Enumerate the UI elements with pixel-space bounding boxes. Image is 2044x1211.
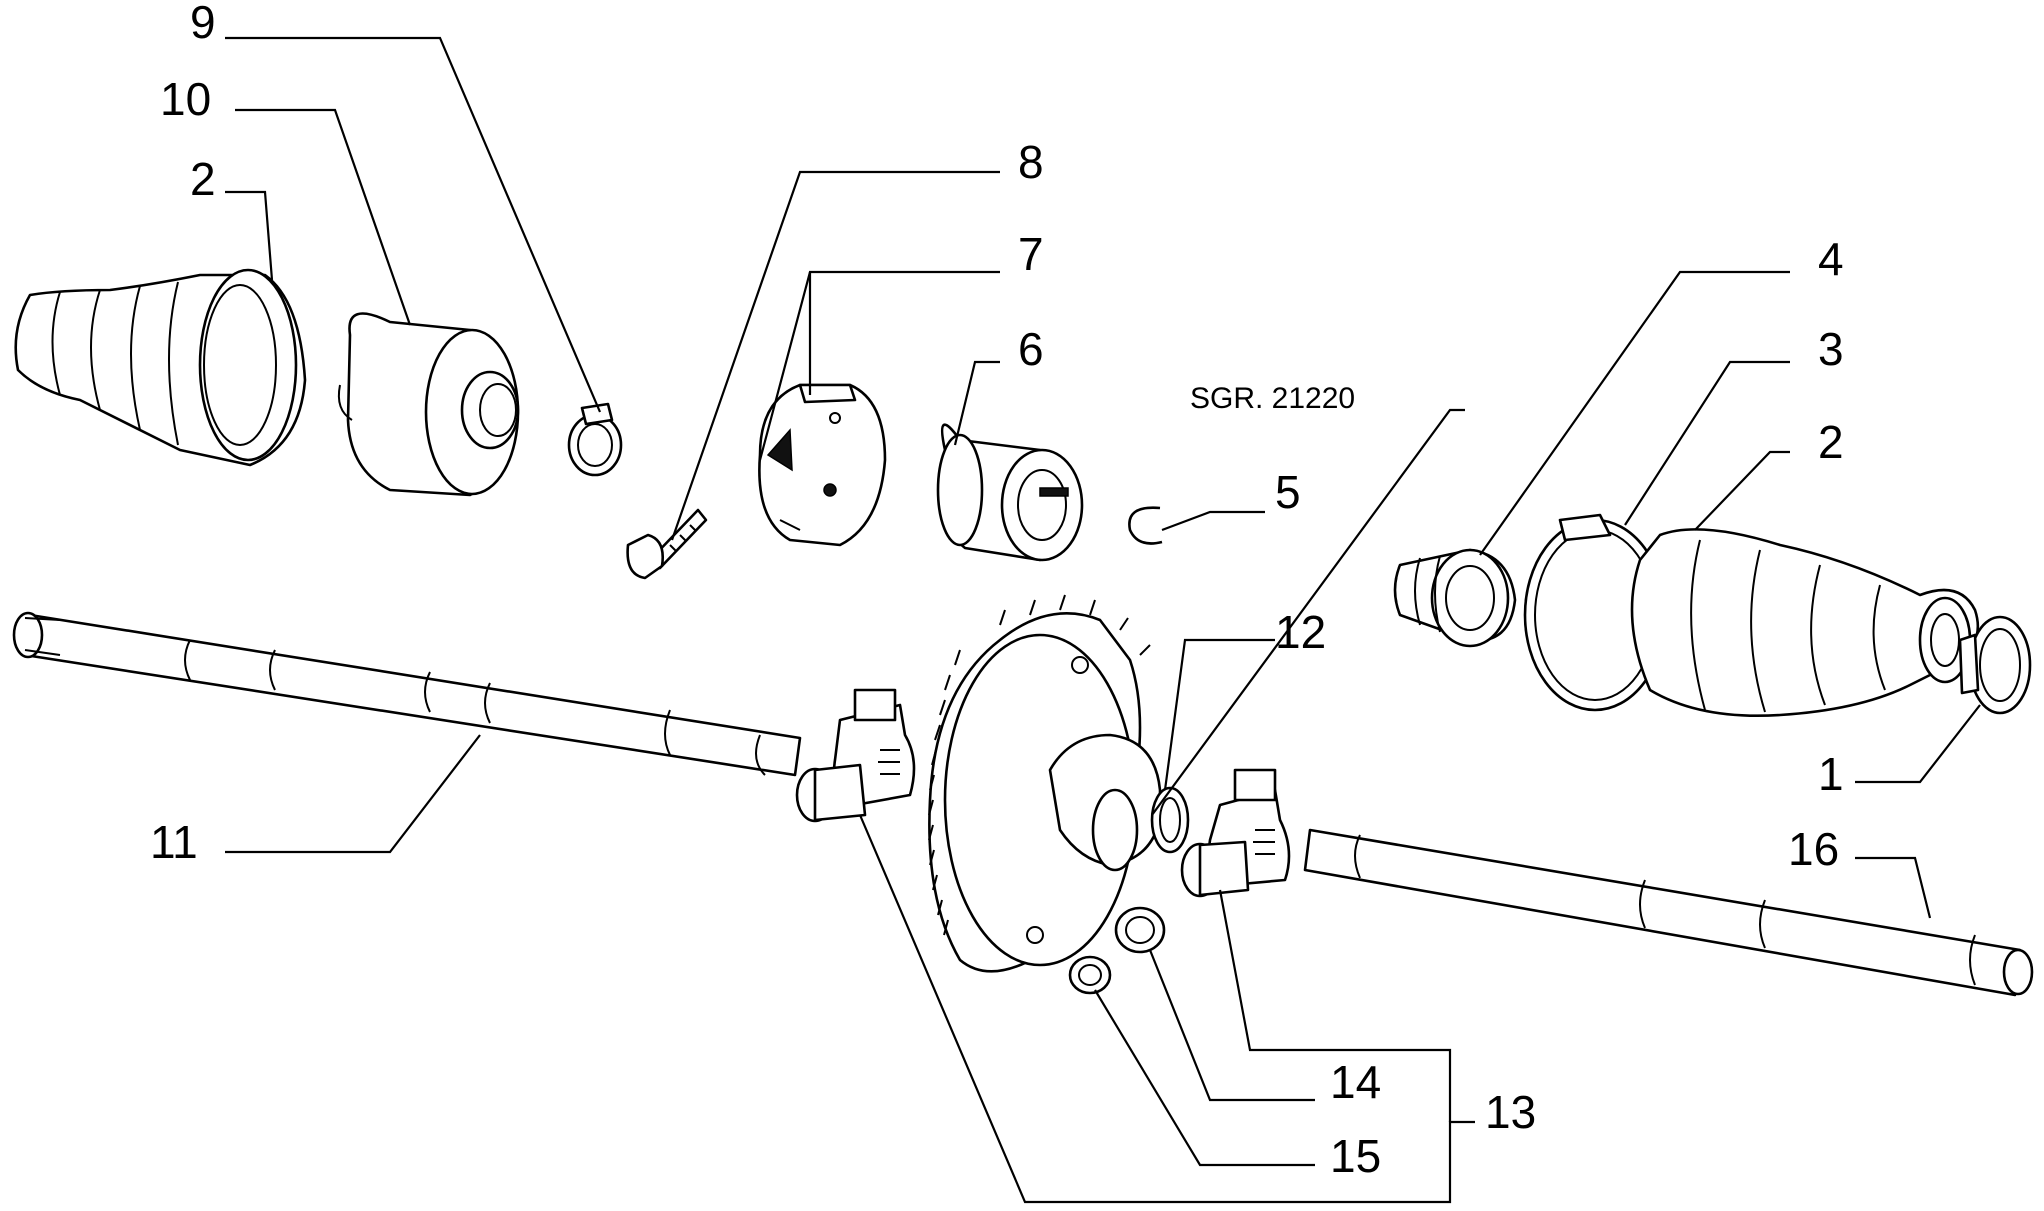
reference-code: SGR. 21220 bbox=[1190, 382, 1355, 415]
callout-9: 9 bbox=[190, 0, 216, 48]
bushing bbox=[936, 423, 1084, 562]
callout-3: 3 bbox=[1818, 323, 1844, 375]
callout-12: 12 bbox=[1275, 606, 1326, 658]
bolt bbox=[626, 508, 708, 580]
washers bbox=[1068, 906, 1166, 995]
joint-housing bbox=[337, 312, 520, 497]
thrust-ring bbox=[1150, 786, 1190, 854]
callout-5: 5 bbox=[1275, 466, 1301, 518]
callout-6: 6 bbox=[1018, 323, 1044, 375]
callout-8: 8 bbox=[1018, 136, 1044, 188]
side-gear-right bbox=[1180, 768, 1291, 898]
tripod-cage bbox=[758, 383, 887, 547]
callout-10: 10 bbox=[160, 73, 211, 125]
differential-gear bbox=[928, 594, 1162, 973]
end-clamp bbox=[1958, 615, 2032, 715]
callout-16: 16 bbox=[1788, 823, 1839, 875]
callout-4: 4 bbox=[1818, 233, 1844, 285]
callout-2-left: 2 bbox=[190, 153, 216, 205]
small-clamp bbox=[567, 402, 623, 477]
shaft-left bbox=[12, 611, 802, 777]
boot-right bbox=[1630, 528, 1980, 717]
callout-15: 15 bbox=[1330, 1130, 1381, 1182]
callout-11: 11 bbox=[150, 816, 198, 868]
band-clamp bbox=[1523, 513, 1667, 712]
callout-13: 13 bbox=[1485, 1086, 1536, 1138]
shaft-right bbox=[1303, 828, 2034, 997]
leader-lines bbox=[225, 36, 1981, 1204]
callout-1: 1 bbox=[1818, 748, 1844, 800]
callout-2-right: 2 bbox=[1818, 416, 1844, 468]
side-gear-left bbox=[795, 688, 916, 823]
callout-labels: 9 10 2 8 7 6 SGR. 21220 5 4 3 2 1 12 11 … bbox=[150, 0, 1844, 1182]
callout-7: 7 bbox=[1018, 228, 1044, 280]
boot-small bbox=[1393, 548, 1517, 648]
boot-left bbox=[14, 268, 307, 467]
circlip bbox=[1128, 506, 1163, 545]
callout-14: 14 bbox=[1330, 1056, 1381, 1108]
